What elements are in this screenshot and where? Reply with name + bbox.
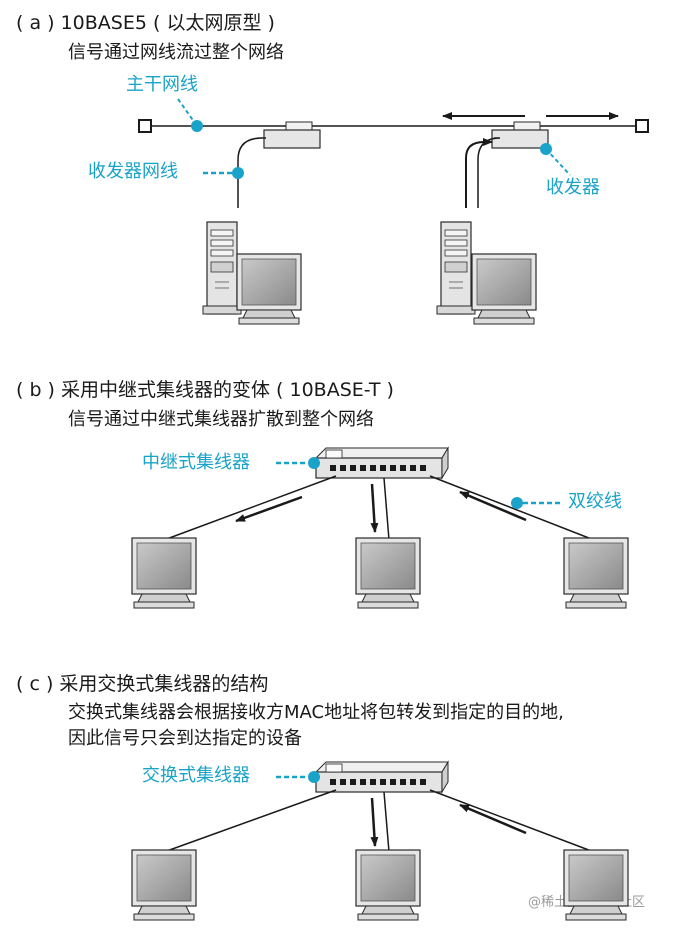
signal-arrow-c-middle — [370, 797, 379, 847]
description-b: 信号通过中继式集线器扩散到整个网络 — [68, 409, 374, 430]
computer-monitor-right — [471, 253, 537, 325]
callout-dot-transceiver-cable — [232, 167, 244, 179]
heading-a: ( a ) 10BASE5 ( 以太网原型 ) — [16, 12, 275, 34]
monitor-b-middle — [355, 537, 421, 609]
cable-c-middle — [383, 791, 390, 853]
label-transceiver: 收发器 — [546, 177, 600, 198]
computer-monitor-left — [236, 253, 302, 325]
description-c-line1: 交换式集线器会根据接收方MAC地址将包转发到指定的目的地, — [68, 702, 564, 723]
diagram-a — [138, 98, 649, 325]
signal-arrow-b-right — [459, 490, 527, 522]
label-transceiver-cable: 收发器网线 — [88, 161, 178, 182]
signal-arrow-c-right — [459, 803, 527, 835]
heading-b: ( b ) 采用中继式集线器的变体 ( 10BASE-T ) — [16, 379, 394, 401]
twisted-pair-right — [429, 475, 595, 541]
heading-c: ( c ) 采用交换式集线器的结构 — [16, 673, 269, 695]
twisted-pair-left — [163, 475, 337, 541]
signal-arrow-b-middle — [370, 483, 379, 533]
signal-arrow-up — [465, 138, 493, 208]
label-twisted-pair: 双绞线 — [568, 491, 622, 512]
cable-c-right — [429, 789, 595, 853]
monitor-b-left — [131, 537, 197, 609]
diagram-c — [131, 761, 629, 921]
cable-c-left — [163, 789, 337, 853]
monitor-c-middle — [355, 849, 421, 921]
diagram-b — [131, 447, 629, 609]
callout-dot-twisted-pair — [511, 497, 523, 509]
description-a: 信号通过网线流过整个网络 — [68, 42, 284, 63]
callout-dot-repeater-hub — [308, 457, 320, 469]
description-c-line2: 因此信号只会到达指定的设备 — [68, 728, 302, 749]
terminator-left — [138, 119, 152, 133]
monitor-c-left — [131, 849, 197, 921]
transceiver-cable-left — [237, 137, 266, 208]
callout-dot-switching-hub — [308, 771, 320, 783]
callout-trunk — [177, 98, 198, 127]
monitor-c-right — [563, 849, 629, 921]
repeater-hub — [315, 447, 449, 479]
switching-hub — [315, 761, 449, 793]
callout-dot-trunk — [191, 120, 203, 132]
callout-dot-transceiver — [540, 143, 552, 155]
callout-transceiver — [545, 148, 571, 176]
computer-tower-left — [202, 221, 242, 315]
terminator-right — [635, 119, 649, 133]
signal-arrow-b-left — [235, 495, 303, 523]
label-trunk-cable: 主干网线 — [126, 74, 198, 95]
monitor-b-right — [563, 537, 629, 609]
label-repeater-hub: 中继式集线器 — [142, 452, 250, 473]
twisted-pair-middle — [383, 477, 390, 541]
label-switching-hub: 交换式集线器 — [142, 765, 250, 786]
computer-tower-right — [436, 221, 476, 315]
